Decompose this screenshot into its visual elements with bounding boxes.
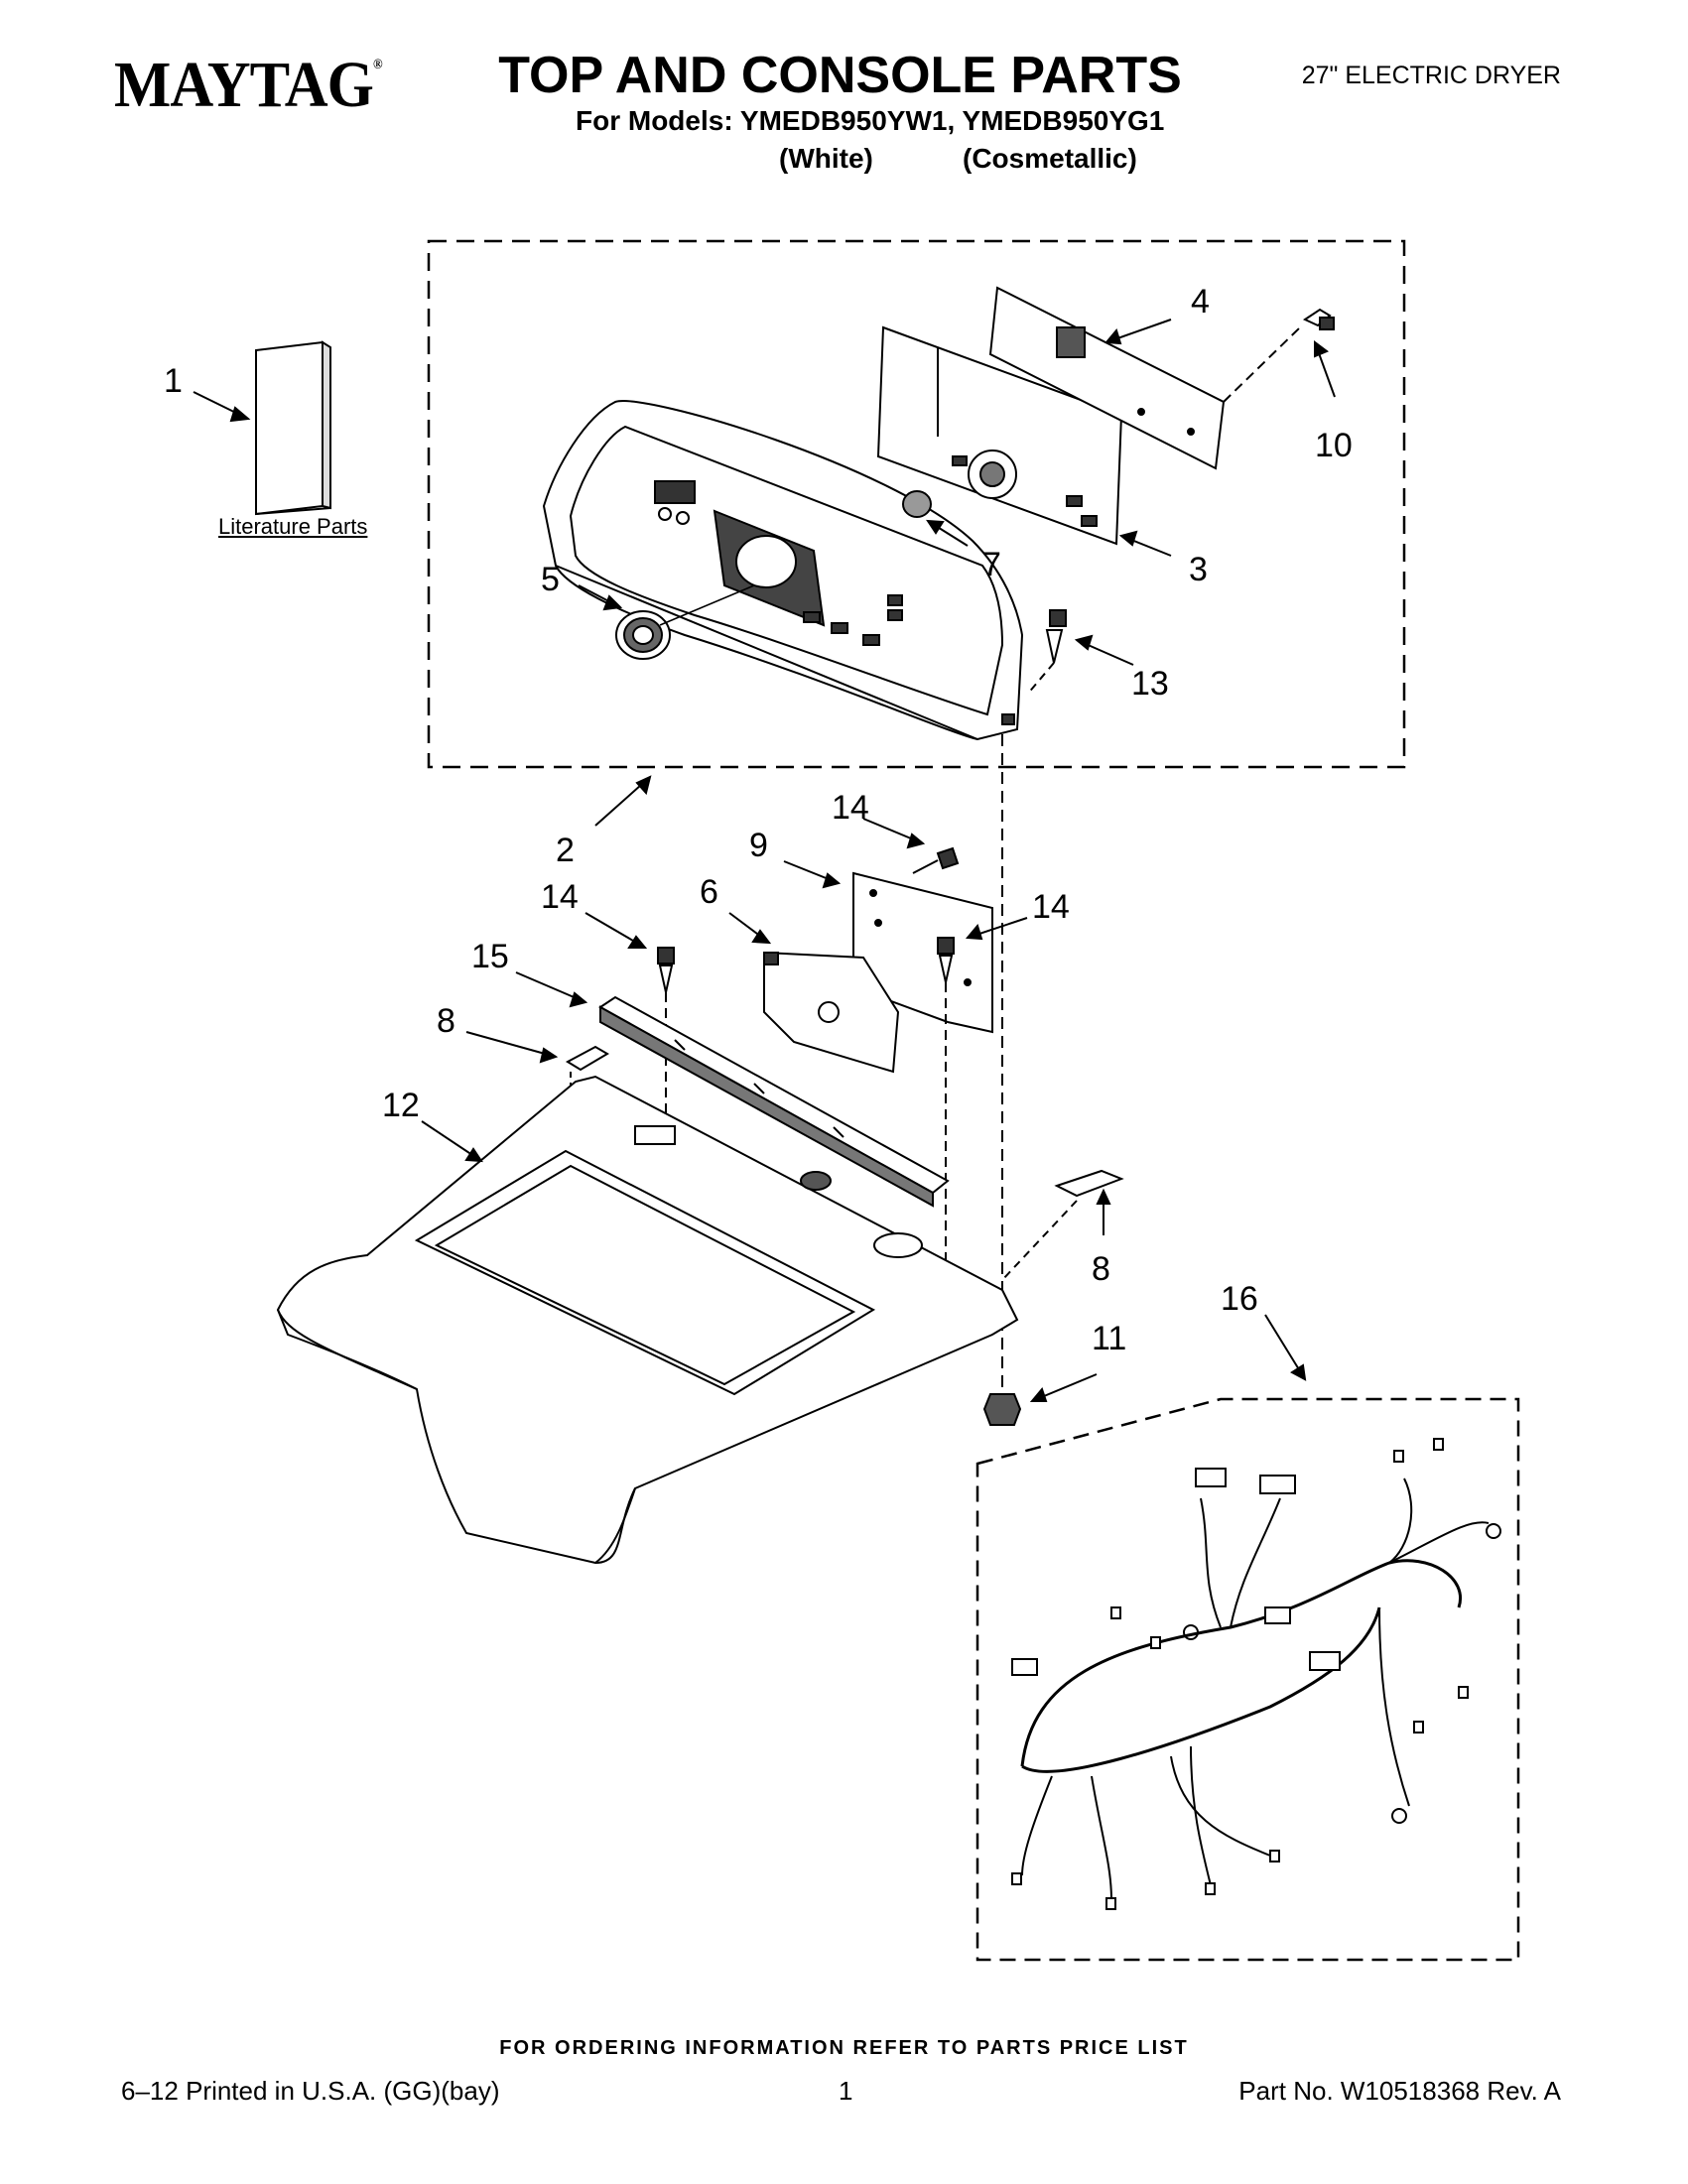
washer (902, 490, 932, 518)
screw-10 (1302, 308, 1335, 330)
clip-8-left (565, 1045, 609, 1072)
registered-mark: ® (372, 58, 383, 72)
screw-14-b (937, 937, 955, 1260)
callout-16: 16 (1221, 1280, 1258, 1318)
callout-1: 1 (164, 362, 183, 400)
callout-11: 11 (1092, 1320, 1126, 1357)
brand-name: MAYTAG (114, 49, 374, 121)
product-type: 27" ELECTRIC DRYER (1301, 62, 1561, 89)
callout-8-left: 8 (437, 1002, 455, 1040)
model-color-white: (White) (779, 143, 873, 174)
callout-15: 15 (471, 938, 509, 975)
page-title: TOP AND CONSOLE PARTS (0, 46, 1688, 105)
callout-14-a: 14 (832, 789, 869, 827)
callout-3: 3 (1189, 551, 1208, 588)
screw-14-a (657, 947, 675, 1161)
page-title-text: TOP AND CONSOLE PARTS (498, 47, 1182, 104)
callout-arrows (193, 319, 1336, 1402)
literature-parts-label: Literature Parts (218, 514, 368, 539)
part-number: Part No. W10518368 Rev. A (1238, 2076, 1561, 2106)
screw-13 (1026, 609, 1067, 696)
ordering-note: FOR ORDERING INFORMATION REFER TO PARTS … (499, 2037, 1189, 2059)
callout-5: 5 (541, 561, 560, 598)
wire-harness (975, 1397, 1520, 1962)
callout-12: 12 (382, 1087, 420, 1124)
clip-8-right (1054, 1169, 1124, 1198)
page-number: 1 (839, 2076, 853, 2106)
model-color-cosmetallic: (Cosmetallic) (963, 143, 1137, 174)
timer-module (763, 951, 900, 1074)
dryer-top (276, 1075, 1019, 1565)
knob (615, 584, 755, 660)
console-bracket-strip (598, 995, 950, 1208)
brand-logo: MAYTAG® (114, 48, 383, 123)
foot-11 (982, 1393, 1022, 1426)
literature-booklet (255, 340, 331, 516)
console-assembly-box (427, 239, 1406, 769)
callout-10: 10 (1315, 427, 1353, 464)
console-panel (542, 400, 1024, 741)
callout-14-c: 14 (1032, 888, 1070, 926)
models-line: For Models: YMEDB950YW1, YMEDB950YG1 (576, 105, 1165, 136)
control-board (876, 325, 1123, 546)
callout-13: 13 (1131, 665, 1169, 703)
print-info: 6–12 Printed in U.S.A. (GG)(bay) (121, 2076, 500, 2106)
callout-6: 6 (700, 873, 718, 911)
user-interface-plate (988, 286, 1301, 470)
callout-8-right: 8 (1092, 1250, 1110, 1288)
callout-14-b: 14 (541, 878, 579, 916)
callout-4: 4 (1191, 283, 1210, 321)
screw-14-c (912, 846, 960, 874)
callout-7: 7 (982, 546, 1001, 583)
callout-9: 9 (749, 827, 768, 864)
callout-2: 2 (556, 832, 575, 869)
